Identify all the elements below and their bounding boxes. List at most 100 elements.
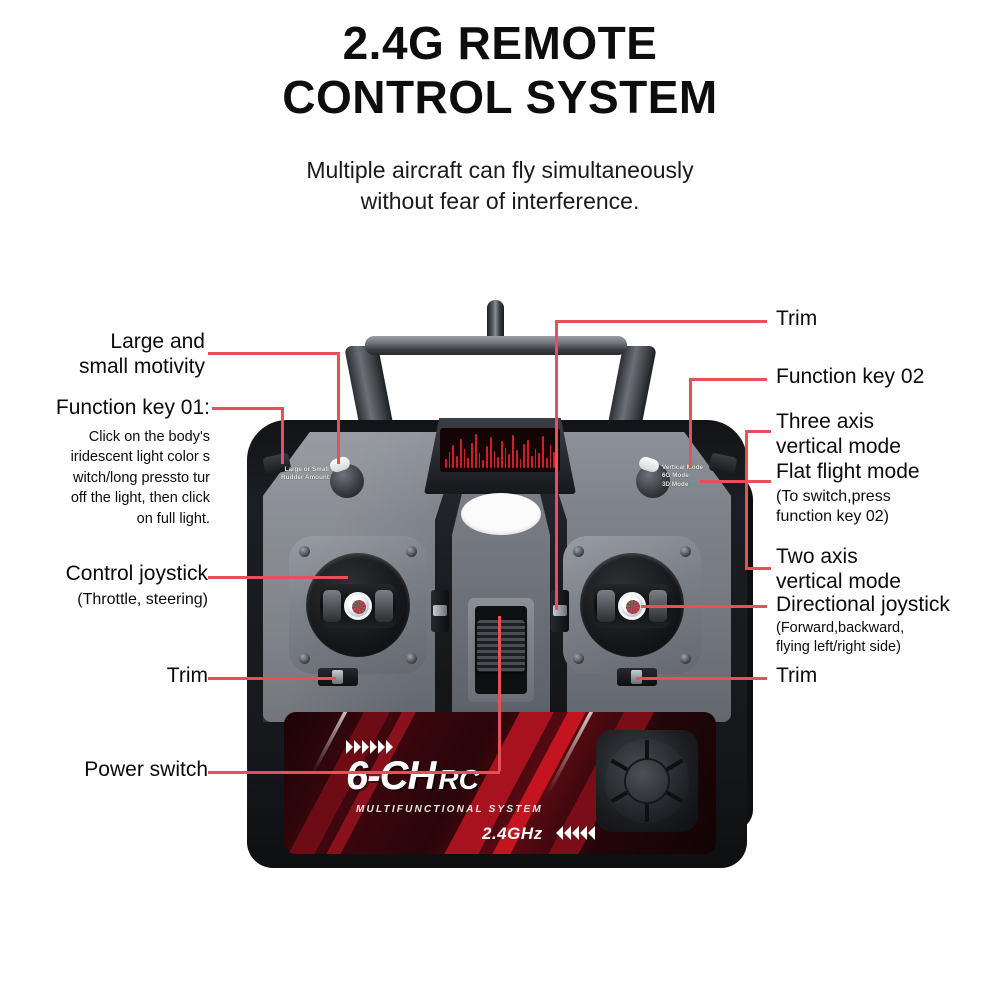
switch-label-left-line-1: Large or Small [284, 466, 329, 473]
callout-trim-right: Trim [776, 664, 916, 689]
leader-two-axis [745, 567, 771, 570]
led-bar [452, 445, 455, 468]
flat-flight-sub-line-1: (To switch,press [776, 487, 891, 505]
header: 2.4G REMOTE CONTROL SYSTEM Multiple airc… [0, 0, 1000, 218]
switch-label-left: Large or Small Rudder Amount [279, 466, 329, 483]
brand-frequency: 2.4GHz [482, 824, 543, 843]
leader-trim-right [636, 677, 767, 680]
power-switch-lever[interactable] [477, 620, 525, 672]
screw [299, 653, 310, 664]
led-bar [530, 456, 533, 468]
trim-vertical-left[interactable] [431, 590, 449, 632]
control-joystick[interactable] [289, 536, 427, 674]
callout-large-small-motivity-line-2: small motivity [78, 354, 205, 378]
callout-large-small-motivity: Large and small motivity [40, 330, 205, 379]
leader-function-key-01-h [212, 407, 284, 410]
callout-trim-top-heading: Trim [776, 307, 818, 330]
callout-flat-flight-mode: Flat flight mode (To switch,press functi… [776, 460, 991, 528]
switch-label-right-line-1: Vertical Mode [662, 464, 704, 471]
led-bar [456, 456, 458, 468]
chevron-decoration-frequency [556, 826, 595, 840]
dir-joystick-sub-line-1: (Forward,backward, [776, 619, 905, 636]
led-bar [478, 453, 481, 468]
callout-directional-joystick: Directional joystick (Forward,backward, … [776, 593, 1000, 658]
switch-label-right: Vertical Mode 6G Mode 3D Mode [662, 464, 716, 489]
logo-badge [461, 493, 541, 535]
callout-trim-left-heading: Trim [166, 664, 208, 687]
leader-trim-top-h [555, 320, 767, 323]
callout-power-switch: Power switch [28, 758, 208, 783]
leader-large-small-motivity-h [208, 352, 340, 355]
leader-function-key-02-v [689, 378, 692, 468]
led-bar [515, 450, 518, 468]
joystick-stick-right[interactable] [618, 592, 646, 620]
led-bar [467, 458, 470, 468]
leader-function-key-02-h [689, 378, 767, 381]
subtitle-line-1: Multiple aircraft can fly simultaneously [306, 156, 694, 183]
led-bar [463, 449, 466, 468]
callout-power-switch-heading: Power switch [84, 758, 208, 781]
switch-label-left-line-2: Rudder Amount [281, 474, 329, 482]
leader-trim-left [208, 677, 336, 680]
led-display [440, 428, 560, 472]
trim-vertical-right[interactable] [551, 590, 569, 632]
led-bar [519, 459, 522, 468]
trim-knob[interactable] [332, 670, 343, 684]
led-bar [508, 454, 511, 468]
leader-mode-bracket-v [745, 430, 748, 570]
callout-directional-joystick-heading: Directional joystick [776, 593, 950, 616]
leader-function-key-01-v [281, 407, 284, 464]
subtitle-line-2: without fear of interference. [360, 188, 640, 215]
callout-two-axis-vertical-mode: Two axis vertical mode [776, 545, 991, 594]
callout-three-axis-line-2: vertical mode [776, 434, 901, 458]
led-bar [497, 457, 500, 468]
dir-joystick-sub-line-2: flying left/right side) [776, 639, 901, 656]
led-bar [459, 439, 462, 468]
fk01-body-line-3: witch/long pressto tur [72, 469, 210, 486]
screw [680, 546, 691, 557]
screw [406, 653, 417, 664]
leader-trim-top-v [555, 320, 558, 610]
screw [299, 546, 310, 557]
title-line-1: 2.4G REMOTE [342, 17, 658, 69]
callout-function-key-02-heading: Function key 02 [776, 365, 925, 388]
callout-function-key-01: Function key 01: Click on the body's iri… [25, 396, 210, 529]
callout-trim-left: Trim [80, 664, 208, 689]
brand-model-suffix: RC [438, 764, 479, 795]
leader-control-joystick [208, 576, 348, 579]
callout-function-key-01-body: Click on the body's iridescent light col… [25, 427, 210, 530]
screw [406, 546, 417, 557]
joystick-stick-left[interactable] [344, 592, 372, 620]
leader-power-switch-h [208, 771, 500, 774]
title-line-2: CONTROL SYSTEM [282, 71, 718, 124]
leader-three-axis [745, 430, 771, 433]
led-bar [542, 436, 544, 468]
chevron-decoration-top [346, 740, 393, 754]
trim-knob[interactable] [553, 605, 567, 616]
callout-three-axis-vertical-mode: Three axis vertical mode [776, 410, 991, 459]
callout-function-key-02: Function key 02 [776, 365, 996, 390]
leader-power-switch-v [498, 616, 501, 771]
led-bar [445, 459, 447, 468]
led-bar [493, 451, 496, 468]
callout-three-axis-line-1: Three axis [776, 410, 875, 433]
leader-flat-flight-h [700, 480, 771, 483]
fk01-body-line-2: iridescent light color s [70, 449, 210, 466]
trim-horizontal-left[interactable] [318, 668, 358, 686]
led-bar [482, 460, 485, 468]
callout-flat-flight-sub: (To switch,press function key 02) [776, 487, 991, 529]
callout-control-joystick-heading: Control joystick [65, 562, 208, 585]
switch-label-right-line-3: 3D Mode [662, 480, 689, 488]
screw [573, 653, 584, 664]
power-switch[interactable] [468, 598, 534, 702]
screw [680, 653, 691, 664]
page-title: 2.4G REMOTE CONTROL SYSTEM [0, 0, 1000, 125]
fk01-body-line-4: off the light, then click [70, 490, 210, 507]
callout-control-joystick-sub: (Throttle, steering) [77, 590, 208, 608]
led-bar [448, 452, 451, 468]
trim-knob[interactable] [433, 605, 447, 616]
callout-control-joystick: Control joystick (Throttle, steering) [20, 562, 208, 611]
callout-directional-joystick-sub: (Forward,backward, flying left/right sid… [776, 619, 1000, 658]
